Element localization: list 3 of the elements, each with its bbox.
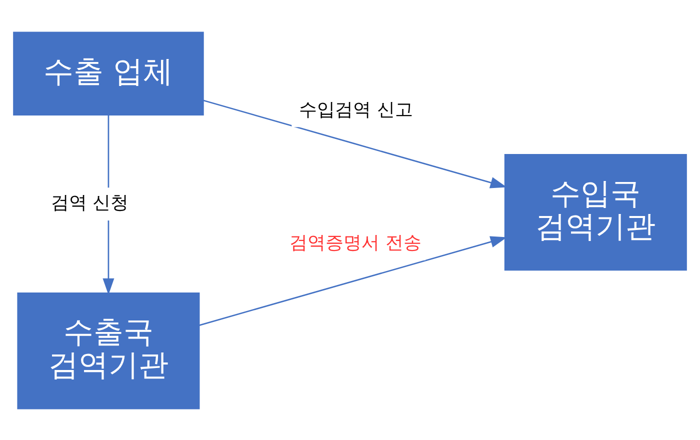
edge-label: 검역증명서 전송 (290, 232, 422, 253)
edge-label: 수입검역 신고 (299, 98, 413, 120)
edge-label: 검역 신청 (50, 192, 128, 214)
